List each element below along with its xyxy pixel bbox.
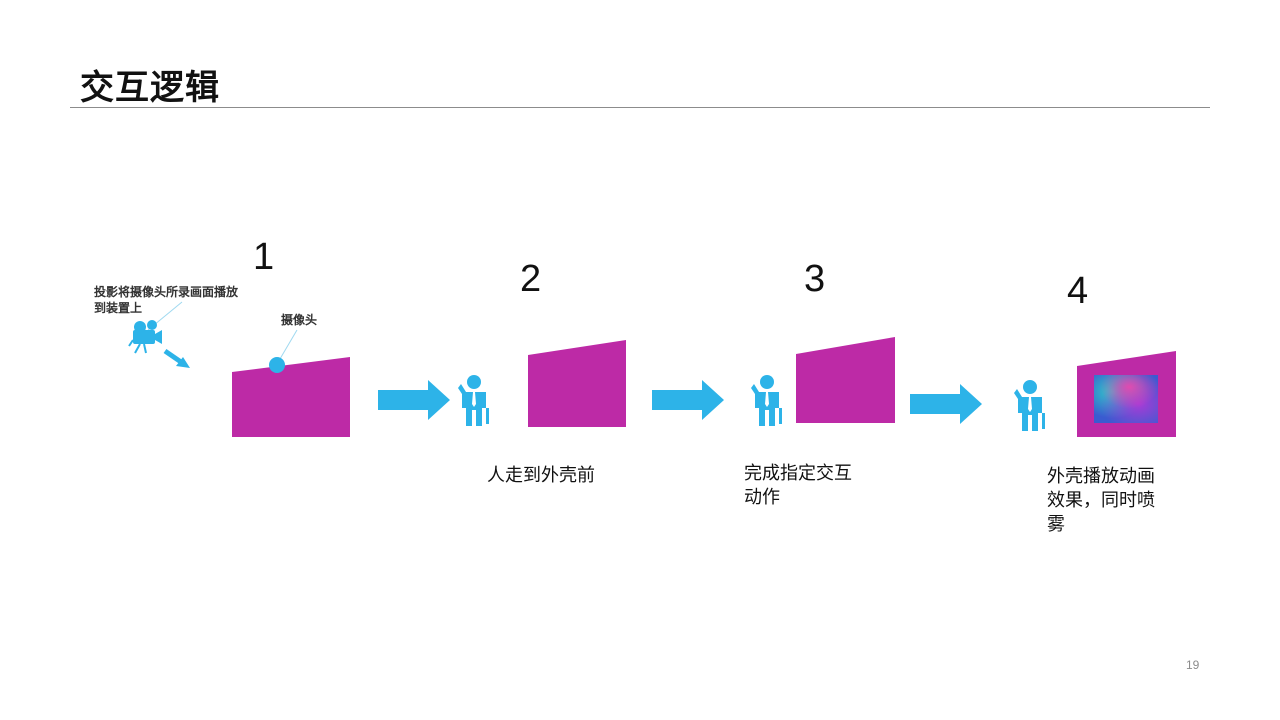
projector-annotation-line2: 到装置上 <box>94 301 143 315</box>
person-icon <box>751 375 782 426</box>
step-2-number: 2 <box>520 258 542 300</box>
step-3-caption: 完成指定交互 动作 <box>744 462 852 510</box>
camera-dot-icon <box>269 357 285 373</box>
person-icon <box>1014 380 1045 431</box>
step-4-caption-line3: 雾 <box>1047 514 1065 535</box>
arrow-right-icon <box>378 380 450 420</box>
projector-annotation-line1: 投影将摄像头所录画面播放 <box>94 285 239 299</box>
title-divider <box>70 107 1210 108</box>
person-icon <box>458 375 489 426</box>
camera-annotation: 摄像头 <box>281 313 318 327</box>
step-4-caption-line2: 效果，同时喷 <box>1047 490 1155 511</box>
projector-annotation: 投影将摄像头所录画面播放 到装置上 <box>94 284 238 316</box>
device-panel-3 <box>796 337 895 423</box>
arrow-right-icon <box>910 384 982 424</box>
step-3-caption-line2: 动作 <box>744 487 780 508</box>
slide-title: 交互逻辑 <box>80 68 220 108</box>
step-2-caption: 人走到外壳前 <box>487 465 595 486</box>
projector-screen-panel-1 <box>232 357 350 437</box>
arrow-right-icon <box>652 380 724 420</box>
step-4-caption: 外壳播放动画 效果，同时喷 雾 <box>1047 465 1155 537</box>
device-panel-2 <box>528 340 626 427</box>
animation-screen-image <box>1094 375 1158 423</box>
step-4-caption-line1: 外壳播放动画 <box>1047 466 1155 487</box>
projection-arrow-icon <box>163 348 190 368</box>
step-3-number: 3 <box>804 258 826 300</box>
step-4-number: 4 <box>1067 270 1089 312</box>
step-1-number: 1 <box>253 236 275 278</box>
step-3-caption-line1: 完成指定交互 <box>744 463 852 484</box>
projector-icon <box>128 320 162 354</box>
page-number: 19 <box>1186 658 1200 672</box>
